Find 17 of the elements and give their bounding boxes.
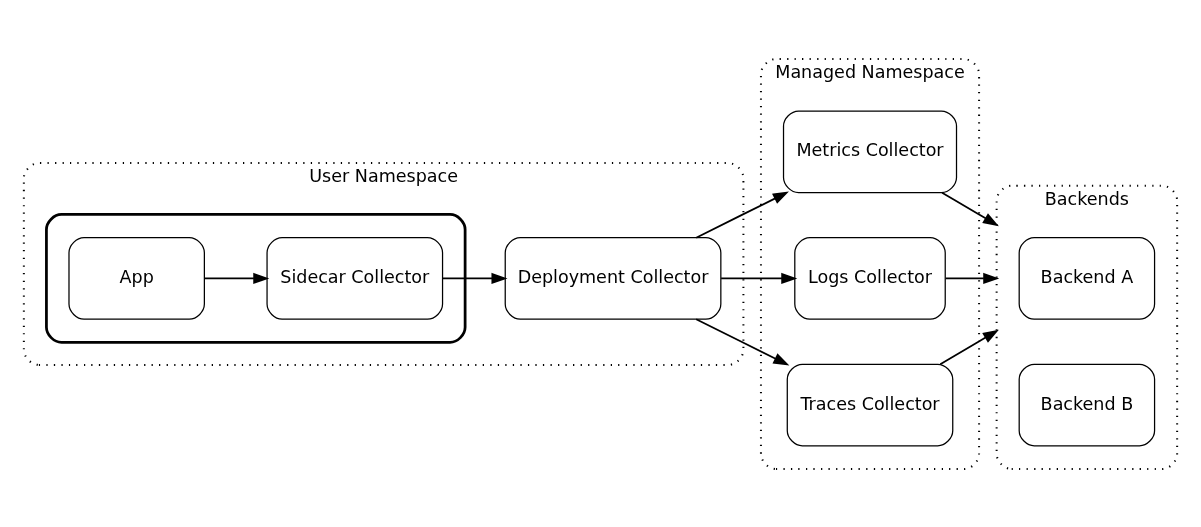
- arrow: [720, 272, 798, 284]
- node-box: Logs Collector: [794, 236, 946, 320]
- cluster: [45, 212, 467, 344]
- arrow: [944, 272, 1000, 284]
- arrow: [695, 317, 790, 366]
- node-box: Sidecar Collector: [266, 236, 444, 320]
- node-box: Traces Collector: [786, 363, 954, 446]
- node-box: Metrics Collector: [782, 109, 958, 193]
- arrow: [441, 272, 508, 284]
- node-box: Deployment Collector: [504, 236, 722, 320]
- node-box: Backend A: [1018, 236, 1156, 320]
- arrow: [203, 272, 270, 284]
- arrow: [939, 329, 999, 365]
- node-box: App: [68, 236, 205, 320]
- node-box: Backend B: [1018, 363, 1156, 446]
- arrow: [695, 191, 789, 239]
- arrow: [941, 191, 999, 226]
